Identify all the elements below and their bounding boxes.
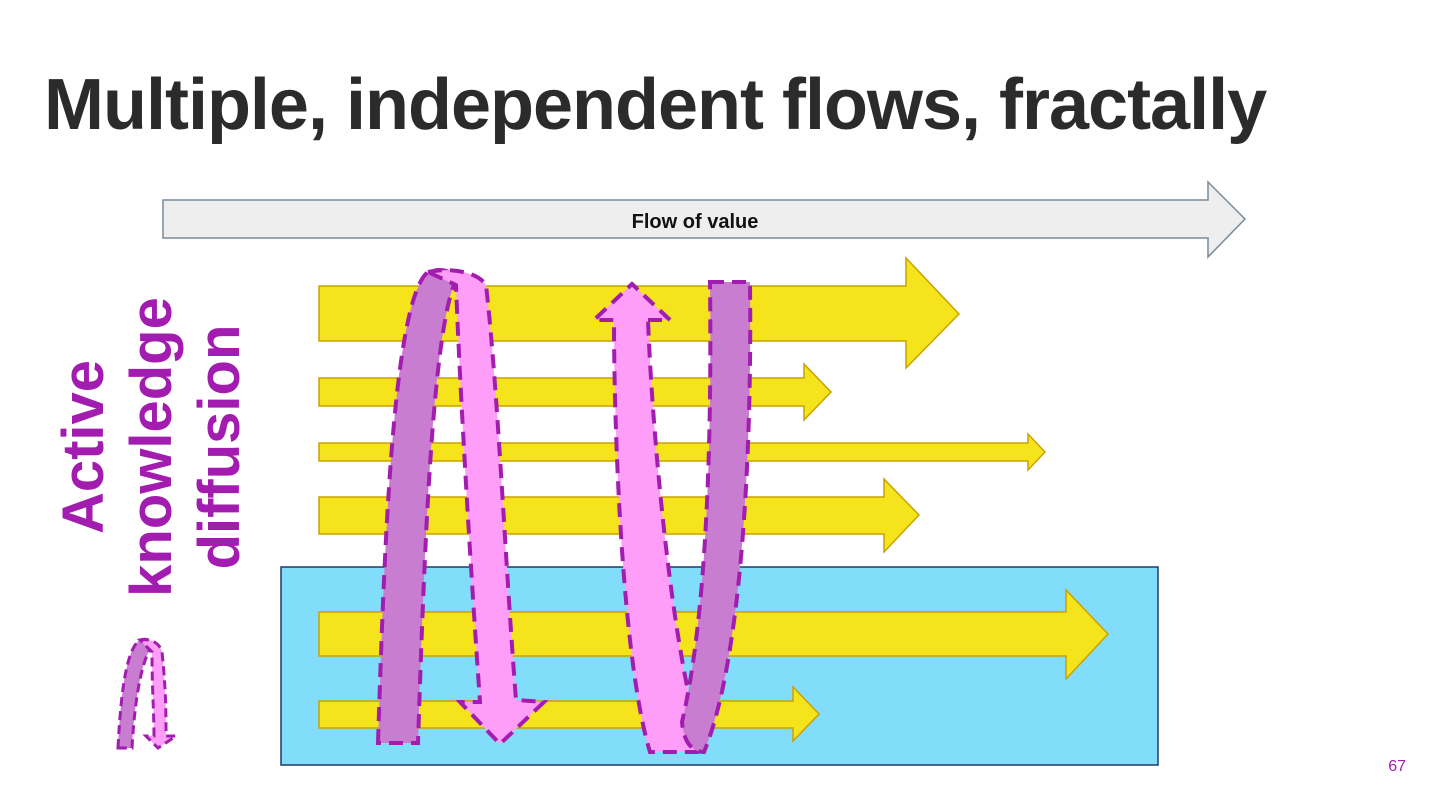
loop-1-down-arrow [421, 268, 549, 747]
diffusion-loop-2 [588, 280, 753, 755]
value-flow-arrow: Flow of value [162, 180, 1247, 259]
value-flow-label: Flow of value [632, 211, 759, 233]
page-title: Multiple, independent flows, fractally [44, 65, 1267, 145]
page-number: 67 [1388, 758, 1406, 775]
loop-2-down-band [679, 280, 753, 755]
side-label-line1: Active [51, 359, 116, 535]
diffusion-loop-1 [375, 268, 549, 747]
active-knowledge-diffusion-label: Active knowledge diffusion [50, 282, 254, 612]
side-label-line2: knowledge [119, 297, 184, 597]
diffusion-loop-icon [116, 637, 181, 750]
loop-2-up-arrow [588, 281, 707, 754]
side-label-line3: diffusion [187, 324, 252, 570]
